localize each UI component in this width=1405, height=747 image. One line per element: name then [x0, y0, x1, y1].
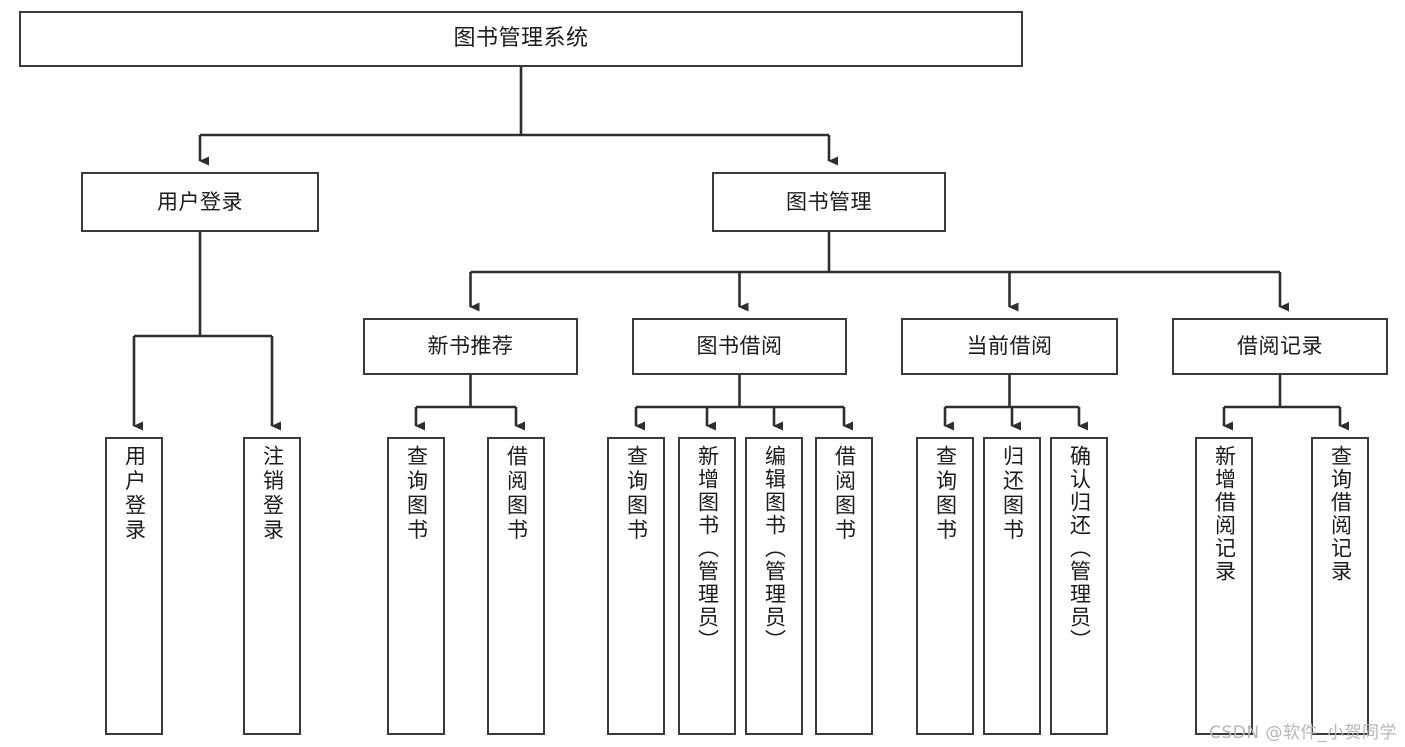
node-leaf-borrow-book-2[interactable]: 借阅图书	[815, 437, 873, 735]
node-label: 注销登录	[260, 445, 285, 543]
node-borrow-record[interactable]: 借阅记录	[1172, 318, 1388, 375]
node-new-book-rec[interactable]: 新书推荐	[363, 318, 578, 375]
node-label: 查询借阅记录	[1328, 445, 1353, 583]
node-leaf-add-book[interactable]: 新增图书（管理员）	[678, 437, 736, 735]
node-label: 当前借阅	[966, 334, 1053, 359]
node-label: 编辑图书（管理员）	[762, 445, 787, 652]
node-label: 归还图书	[1000, 445, 1025, 543]
node-leaf-logout[interactable]: 注销登录	[243, 437, 301, 735]
node-label: 新增借阅记录	[1212, 445, 1237, 583]
node-book-manage[interactable]: 图书管理	[712, 172, 946, 232]
node-leaf-user-login[interactable]: 用户登录	[105, 437, 163, 735]
csdn-watermark: CSDN @软件_小贺同学	[1209, 723, 1397, 743]
node-label: 查询图书	[933, 445, 958, 543]
node-label: 新书推荐	[427, 334, 514, 359]
node-leaf-add-record[interactable]: 新增借阅记录	[1195, 437, 1253, 735]
node-user-login[interactable]: 用户登录	[81, 172, 319, 232]
node-leaf-query-book-3[interactable]: 查询图书	[916, 437, 974, 735]
node-label: 查询图书	[624, 445, 649, 543]
node-leaf-query-book-2[interactable]: 查询图书	[607, 437, 665, 735]
node-label: 用户登录	[122, 445, 147, 543]
node-current-borrow[interactable]: 当前借阅	[901, 318, 1118, 375]
node-leaf-confirm-return[interactable]: 确认归还（管理员）	[1050, 437, 1108, 735]
node-leaf-query-book-1[interactable]: 查询图书	[387, 437, 445, 735]
node-label: 借阅图书	[504, 445, 529, 543]
node-book-borrow[interactable]: 图书借阅	[632, 318, 847, 375]
node-leaf-return-book[interactable]: 归还图书	[983, 437, 1041, 735]
node-label: 借阅记录	[1237, 334, 1323, 359]
node-label: 确认归还（管理员）	[1067, 445, 1092, 652]
node-label: 图书管理	[786, 189, 872, 214]
node-label: 新增图书（管理员）	[695, 445, 720, 652]
node-label: 图书管理系统	[453, 26, 589, 52]
node-label: 查询图书	[404, 445, 429, 543]
node-leaf-borrow-book-1[interactable]: 借阅图书	[487, 437, 545, 735]
node-label: 图书借阅	[696, 334, 783, 359]
node-label: 借阅图书	[832, 445, 857, 543]
node-root[interactable]: 图书管理系统	[19, 11, 1023, 67]
node-label: 用户登录	[157, 189, 243, 214]
node-leaf-query-record[interactable]: 查询借阅记录	[1311, 437, 1369, 735]
node-leaf-edit-book[interactable]: 编辑图书（管理员）	[745, 437, 803, 735]
